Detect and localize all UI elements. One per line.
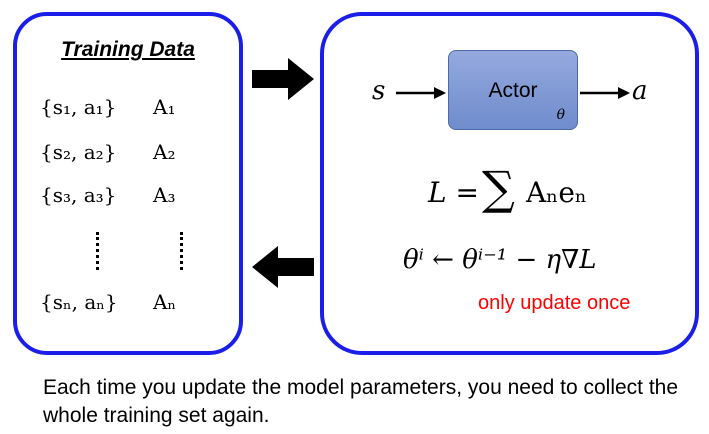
state-action-pair-1: {s₁, a₁} xyxy=(40,95,117,119)
training-data-panel: Training Data xyxy=(13,12,243,355)
update-once-note: only update once xyxy=(478,292,631,314)
actor-label: Actor xyxy=(488,79,538,102)
state-action-pair-2: {s₂, a₂} xyxy=(40,140,117,164)
output-action-label: a xyxy=(632,76,648,106)
state-action-pair-3: {s₃, a₃} xyxy=(40,183,117,207)
actor-parameter-label: θ xyxy=(556,107,565,123)
advantage-n: Aₙ xyxy=(153,290,177,314)
summation-symbol: ∑ xyxy=(482,161,515,215)
input-state-label: s xyxy=(372,76,386,106)
output-arrow-icon xyxy=(580,87,630,99)
actor-network-box: Actor θ xyxy=(448,50,578,130)
state-action-pair-n: {sₙ, aₙ} xyxy=(40,290,118,314)
right-block-arrow-icon xyxy=(252,58,314,100)
advantage-3: A₃ xyxy=(153,183,176,207)
loss-lhs: L = xyxy=(428,176,479,209)
left-block-arrow-icon xyxy=(252,246,314,288)
input-arrow-icon xyxy=(396,87,446,99)
advantage-1: A₁ xyxy=(153,95,176,119)
ellipsis-dots-advantages xyxy=(180,232,183,270)
training-data-title: Training Data xyxy=(61,38,195,61)
ellipsis-dots-pairs xyxy=(96,232,99,270)
update-rule: θⁱ ← θⁱ⁻¹ − η∇L xyxy=(403,245,597,275)
caption-text: Each time you update the model parameter… xyxy=(43,376,679,427)
loss-rhs: Aₙeₙ xyxy=(526,176,588,209)
advantage-2: A₂ xyxy=(153,140,176,164)
